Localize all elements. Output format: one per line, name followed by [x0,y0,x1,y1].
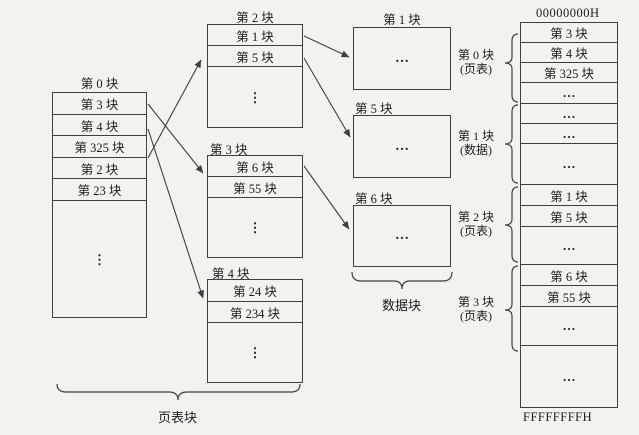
table-row: 第 234 块 [208,302,302,323]
table-ellipsis: ⋮ [248,89,262,105]
memory-row: 第 1 块 [521,185,617,206]
brace-memory-region-1 [504,104,519,184]
table-row: 第 5 块 [208,46,302,67]
memory-region-label-1: 第 1 块 (数据) [446,129,506,157]
table-row: 第 4 块 [53,115,146,136]
table-row: 第 2 块 [53,158,146,179]
brace-memory-region-2 [504,186,519,263]
data-block-1-title: 第 1 块 [383,13,421,27]
page-table-4: 第 24 块 第 234 块 ⋮ [207,279,303,383]
data-block-6: … [353,205,451,267]
table-row: 第 3 块 [53,93,146,115]
table-row: 第 325 块 [53,136,146,158]
region-name: 第 2 块 [457,210,494,224]
arrow-entry3-to-table3 [147,103,204,174]
region-type: (数据) [460,142,492,157]
arrow-entry2-to-table2 [147,59,202,159]
brace-data-blocks [351,271,453,290]
memory-row: … [521,104,617,124]
memory-row: 第 4 块 [521,43,617,63]
page-table-blocks-label: 页表块 [158,410,198,425]
memory-row: … [521,83,617,104]
memory-bottom-address: FFFFFFFFH [523,410,593,424]
page-table-2: 第 1 块 第 5 块 ⋮ [207,24,303,128]
memory-row: … [521,307,617,346]
memory-row: 第 5 块 [521,206,617,227]
region-name: 第 3 块 [457,295,494,309]
outer-page-table-title: 第 0 块 [80,77,119,91]
memory-row: 第 325 块 [521,63,617,83]
page-table-2-title: 第 2 块 [236,11,274,25]
data-block-5: … [353,115,451,178]
data-block-5-title: 第 5 块 [355,102,393,116]
table-ellipsis: ⋮ [248,220,262,235]
memory-top-address: 00000000H [536,6,600,20]
memory-column: 第 3 块 第 4 块 第 325 块 … … … … 第 1 块 第 5 块 … [520,22,618,408]
region-name: 第 0 块 [457,48,494,62]
table-row: 第 23 块 [53,179,146,201]
memory-row: 第 6 块 [521,265,617,286]
data-blocks-label: 数据块 [382,298,422,313]
region-name: 第 1 块 [457,129,494,143]
arrow-entry1-to-datablock1 [303,35,350,58]
memory-row: … [521,144,617,185]
region-type: (页表) [460,308,492,323]
region-type: (页表) [460,223,492,238]
brace-memory-region-3 [504,265,519,352]
data-block-1: … [353,27,451,90]
arrow-entry6-to-datablock6 [303,165,350,230]
memory-region-label-0: 第 0 块 (页表) [446,48,506,76]
memory-row: 第 55 块 [521,286,617,307]
data-block-6-title: 第 6 块 [355,192,393,206]
table-row: 第 24 块 [208,280,302,302]
page-table-3: 第 6 块 第 55 块 ⋮ [207,155,303,258]
table-row: 第 1 块 [208,25,302,46]
table-ellipsis: ⋮ [93,251,106,267]
memory-row: … [562,368,576,384]
memory-row: 第 3 块 [521,23,617,43]
page-table-3-title: 第 3 块 [210,143,248,157]
memory-row: … [521,227,617,265]
table-row: 第 55 块 [208,177,302,198]
memory-region-label-3: 第 3 块 (页表) [446,295,506,323]
arrow-entry5-to-datablock5 [303,57,351,138]
memory-row: … [521,124,617,144]
brace-page-table-blocks [56,383,301,401]
region-type: (页表) [460,61,492,76]
table-ellipsis: ⋮ [248,345,262,360]
outer-page-table: 第 3 块 第 4 块 第 325 块 第 2 块 第 23 块 ⋮ [52,92,147,318]
memory-region-label-2: 第 2 块 (页表) [446,210,506,238]
page-table-4-title: 第 4 块 [212,267,250,281]
table-row: 第 6 块 [208,156,302,177]
brace-memory-region-0 [504,33,519,103]
arrow-entry4-to-table4 [147,128,205,299]
